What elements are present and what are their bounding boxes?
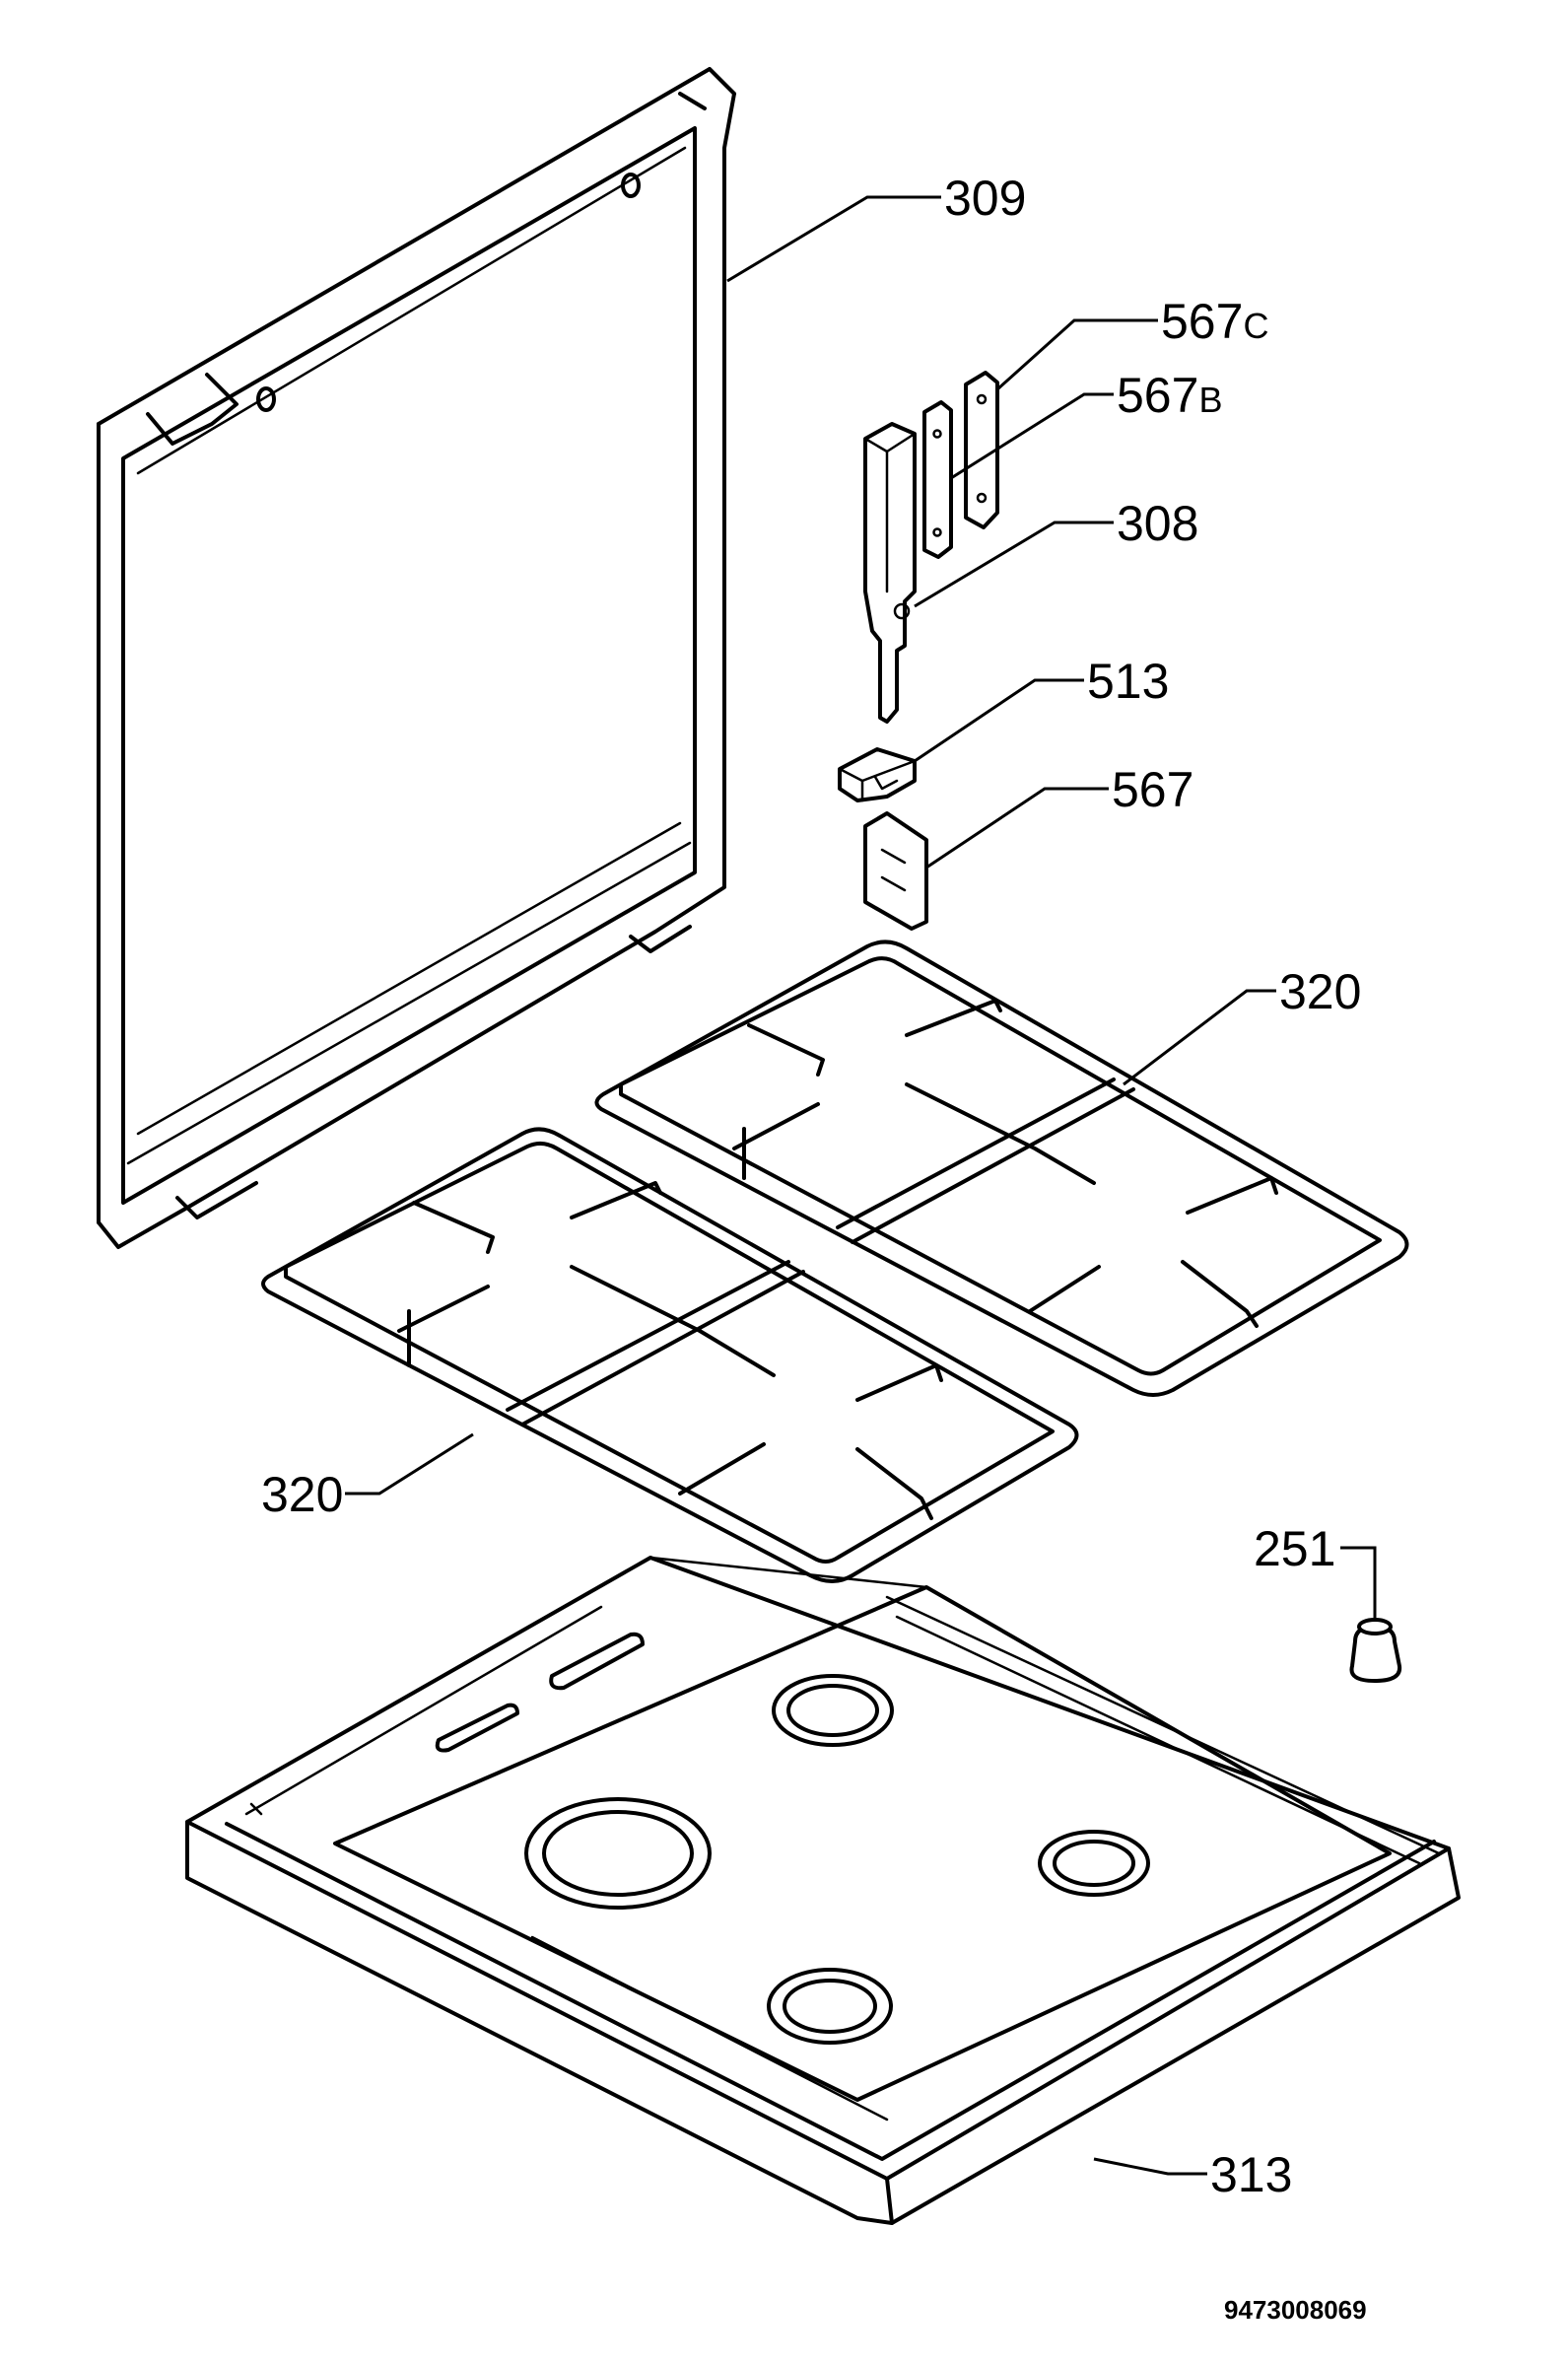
label-513: 513: [1087, 654, 1169, 709]
label-309: 309: [944, 171, 1026, 226]
hinge-plate-part-567c: [964, 371, 999, 529]
part-labels: 309 567C 567B 308 513 567 320 320 251 31…: [261, 171, 1367, 2325]
pan-grid-part-320-right: [594, 939, 1409, 1397]
knob-part-251: [1349, 1618, 1402, 1683]
leader-lines: [345, 195, 1377, 2176]
hob-top-part-313: [185, 1556, 1461, 2225]
label-567c: 567C: [1161, 294, 1268, 349]
label-567b: 567B: [1117, 368, 1222, 423]
lid-part-309: [97, 67, 736, 1249]
label-320-right: 320: [1279, 964, 1361, 1019]
label-308: 308: [1117, 496, 1198, 551]
clip-part-513: [838, 747, 917, 802]
hinge-bracket-part-567: [863, 811, 928, 931]
label-567: 567: [1112, 762, 1193, 817]
label-313: 313: [1210, 2147, 1292, 2202]
hinge-part-308: [863, 422, 917, 724]
label-251: 251: [1254, 1521, 1335, 1576]
pan-grid-part-320-left: [261, 1127, 1079, 1583]
drawing-code: 9473008069: [1224, 2295, 1367, 2325]
label-320-left: 320: [261, 1467, 343, 1522]
hinge-plate-part-567b: [922, 400, 953, 559]
